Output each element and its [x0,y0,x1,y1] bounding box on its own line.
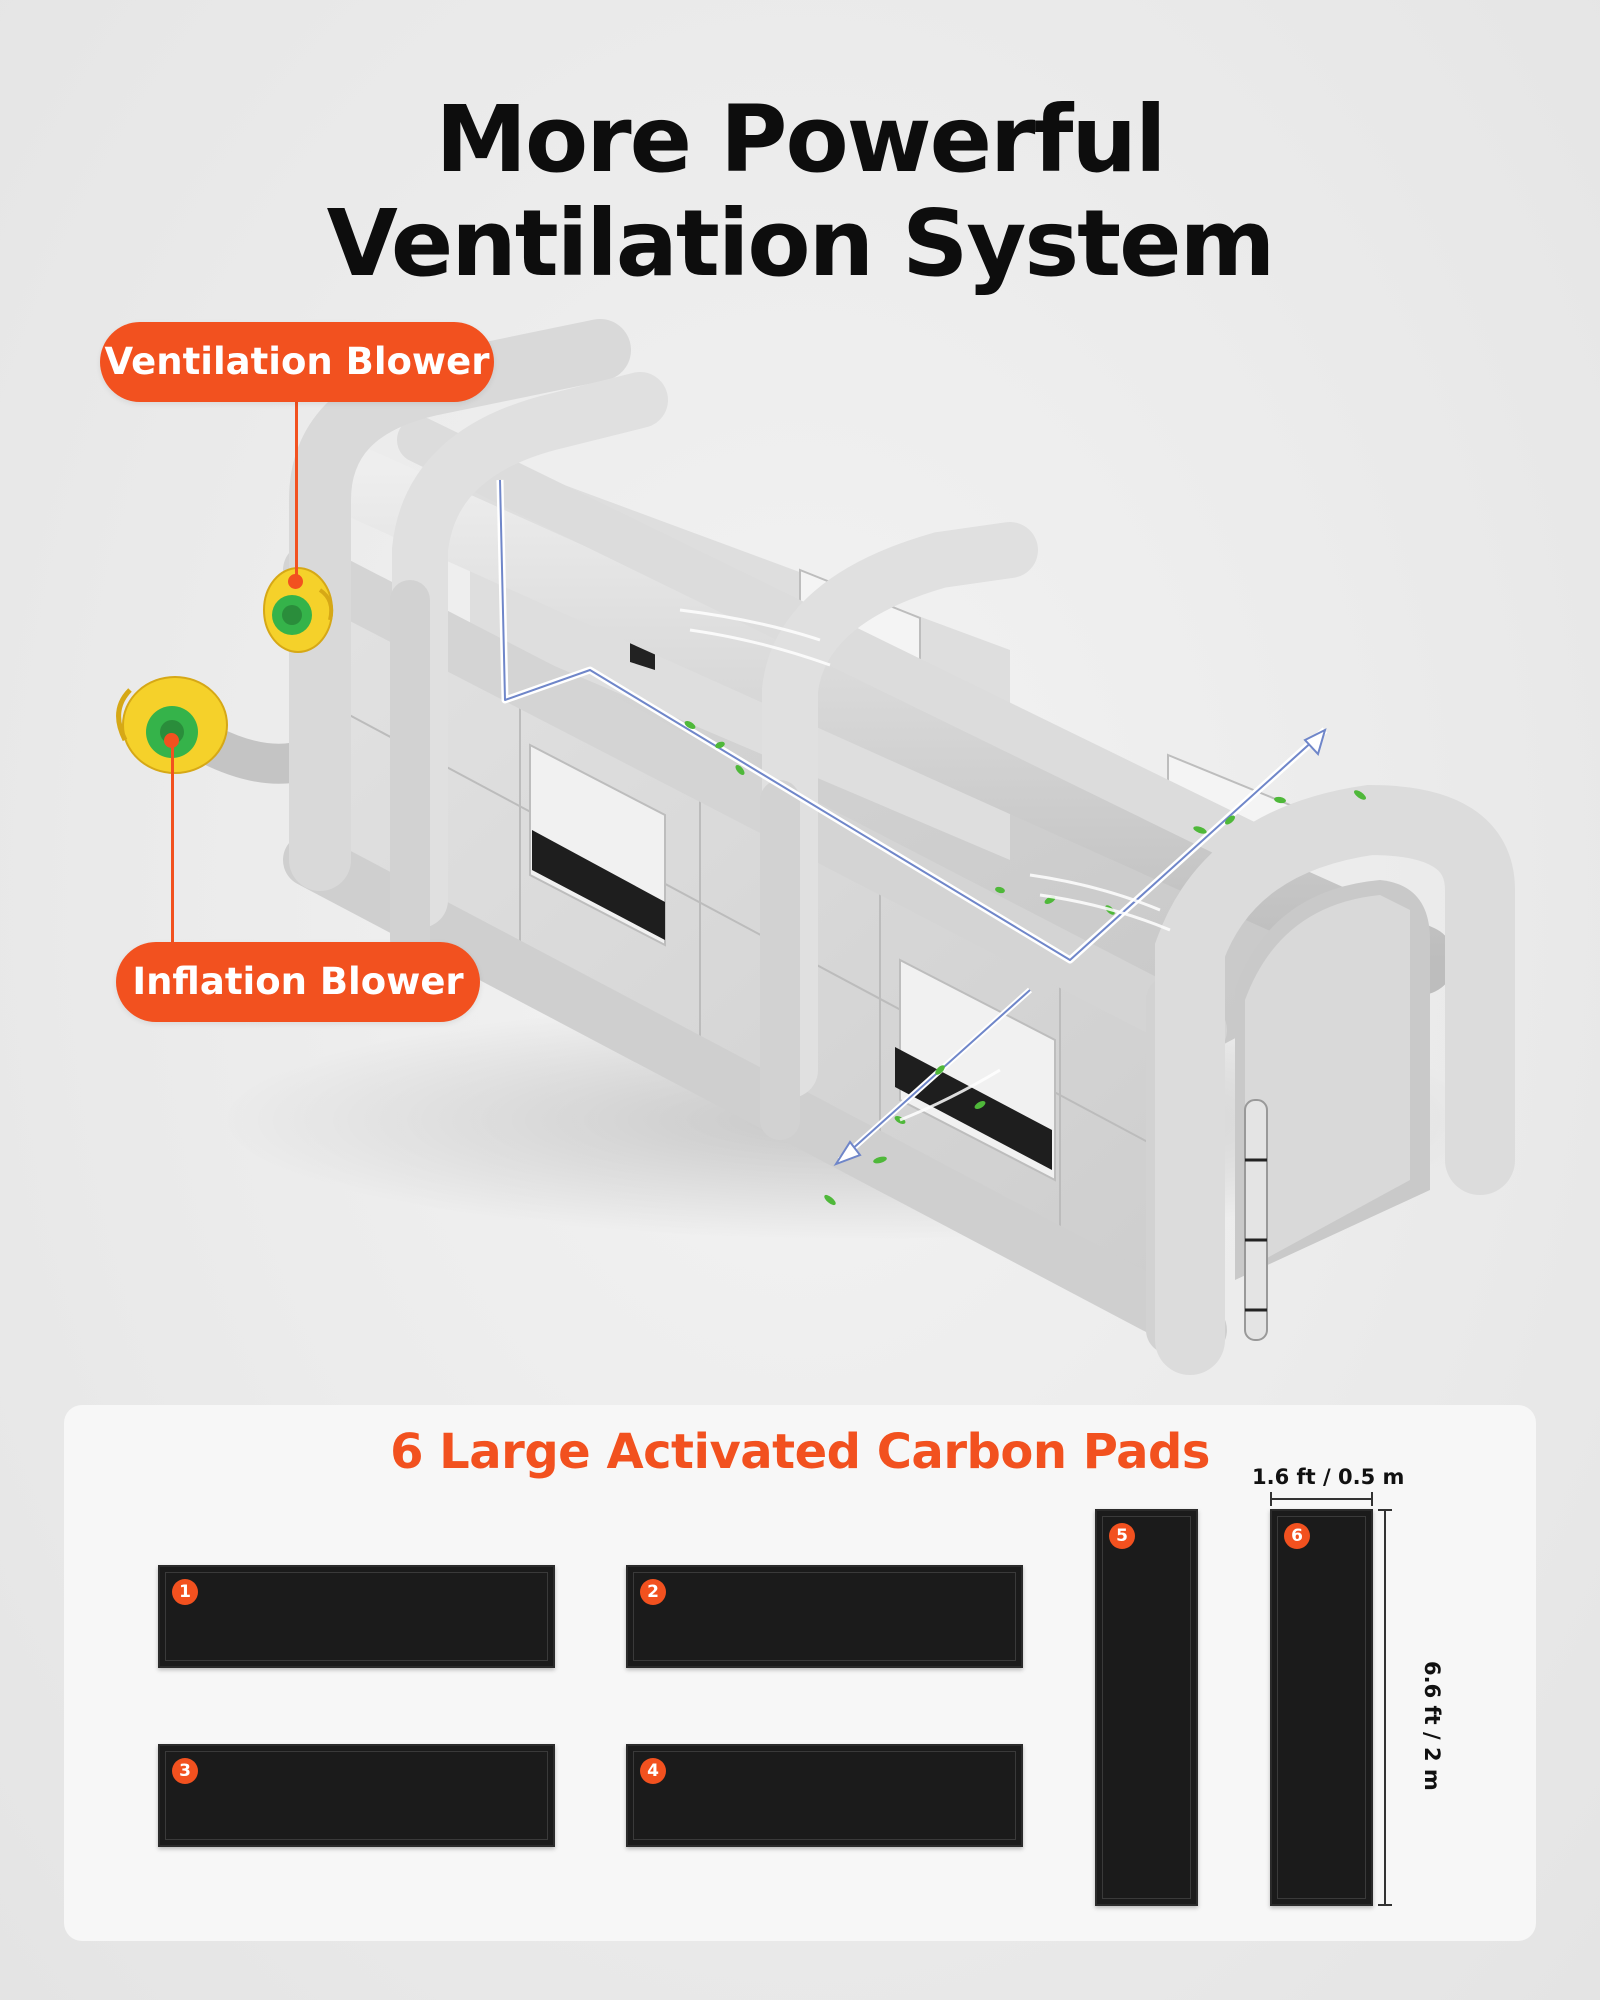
inflation-blower-label: Inflation Blower [116,942,480,1022]
arch-3 [762,522,1038,1098]
page-title: More Powerful Ventilation System [0,88,1600,296]
airflow-arrow-out-1 [1303,728,1327,756]
ventilation-blower-label: Ventilation Blower [100,322,494,402]
front-top-tube [283,543,1227,1057]
title-line-1: More Powerful [435,86,1166,193]
title-line-2: Ventilation System [326,190,1276,297]
height-dimension-tick-top [1378,1509,1392,1511]
airflow-wisps [679,608,1171,1122]
pad-height-dimension: 6.6 ft / 2 m [1420,1661,1444,1791]
pad-number-badge: 3 [172,1758,198,1784]
height-dimension-line [1384,1509,1386,1906]
carbon-pad-4: 4 [626,1744,1023,1847]
end-arch [1155,784,1515,1375]
inflatable-booth-illustration [0,300,1600,1390]
arch-2 [392,372,668,928]
ventilation-blower-graphic [263,567,334,653]
pad-number-badge: 1 [172,1579,198,1605]
pad-number-badge: 2 [640,1579,666,1605]
carbon-pad-5: 5 [1095,1509,1198,1906]
rolled-door [1244,1099,1268,1341]
height-dimension-tick-bottom [1378,1904,1392,1906]
front-bottom-tube [283,833,1227,1357]
front-carbon-vent-1 [532,830,665,940]
carbon-pad-2: 2 [626,1565,1023,1668]
width-dimension-tick-right [1371,1492,1373,1506]
ventilation-blower-pointer-dot [288,574,303,589]
width-dimension-tick-left [1270,1492,1272,1506]
pad-number-badge: 5 [1109,1523,1135,1549]
pad-number-badge: 6 [1284,1523,1310,1549]
carbon-pad-3: 3 [158,1744,555,1847]
ventilation-blower-leader-line [295,402,298,580]
carbon-pad-6: 6 [1270,1509,1373,1906]
inflation-blower-graphic [116,676,228,774]
pad-number-badge: 4 [640,1758,666,1784]
carbon-pad-1: 1 [158,1565,555,1668]
inflation-blower-pointer-dot [164,733,179,748]
inflation-blower-leader-line [171,740,174,942]
carbon-pads-title: 6 Large Activated Carbon Pads [390,1424,1210,1480]
airflow-arrow-out-2 [833,1140,862,1166]
booth-svg [116,319,1515,1375]
pad-width-dimension: 1.6 ft / 0.5 m [1252,1465,1405,1489]
width-dimension-line [1270,1498,1373,1500]
